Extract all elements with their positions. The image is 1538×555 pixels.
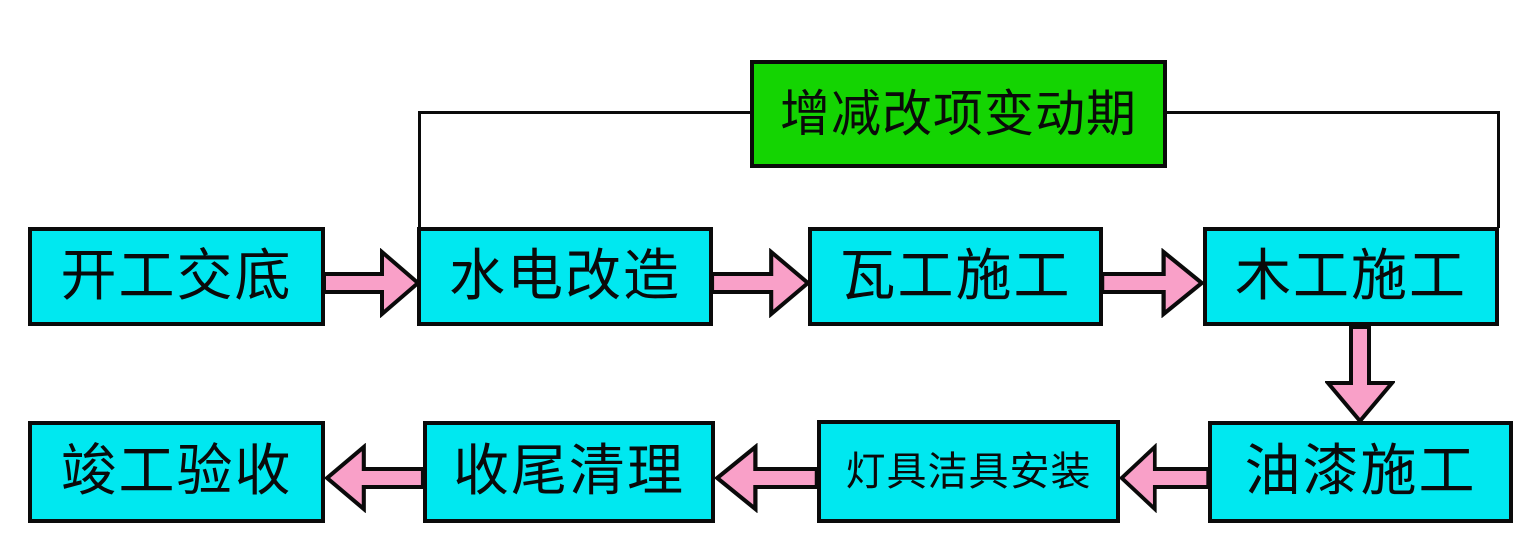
node-tiling-work-label: 瓦工施工 xyxy=(839,245,1072,308)
node-change-period-label: 增减改项变动期 xyxy=(780,86,1137,142)
node-fixture-installation-label: 灯具洁具安装 xyxy=(845,448,1092,494)
connector-left-horizontal-line xyxy=(418,111,750,114)
node-plumbing-electrical-label: 水电改造 xyxy=(449,245,681,308)
node-carpentry-work-label: 木工施工 xyxy=(1235,245,1467,308)
node-completion-acceptance: 竣工验收 xyxy=(28,421,325,523)
arrow-carpentry-to-painting-icon xyxy=(1325,325,1395,424)
node-painting-work-label: 油漆施工 xyxy=(1244,441,1477,503)
connector-right-horizontal-line xyxy=(1167,111,1500,114)
connector-right-vertical-line xyxy=(1497,111,1500,228)
node-fixture-installation: 灯具洁具安装 xyxy=(817,420,1120,523)
arrow-tiling-to-carpentry-icon xyxy=(1100,248,1206,318)
node-final-cleanup: 收尾清理 xyxy=(423,421,715,523)
arrow-briefing-to-plumbing-icon xyxy=(322,248,422,318)
node-painting-work: 油漆施工 xyxy=(1208,421,1513,523)
arrow-plumbing-to-tiling-icon xyxy=(710,248,812,318)
node-change-period: 增减改项变动期 xyxy=(750,60,1167,168)
node-final-cleanup-label: 收尾清理 xyxy=(453,441,685,503)
arrow-cleanup-to-acceptance-icon xyxy=(323,443,425,513)
node-construction-briefing: 开工交底 xyxy=(28,227,325,326)
connector-left-vertical-line xyxy=(418,111,421,228)
node-plumbing-electrical: 水电改造 xyxy=(417,227,713,326)
arrow-painting-to-fixtures-icon xyxy=(1118,443,1210,513)
node-completion-acceptance-label: 竣工验收 xyxy=(60,441,293,503)
node-construction-briefing-label: 开工交底 xyxy=(60,245,293,308)
arrow-fixtures-to-cleanup-icon xyxy=(713,443,819,513)
node-carpentry-work: 木工施工 xyxy=(1203,227,1499,326)
node-tiling-work: 瓦工施工 xyxy=(808,227,1103,326)
